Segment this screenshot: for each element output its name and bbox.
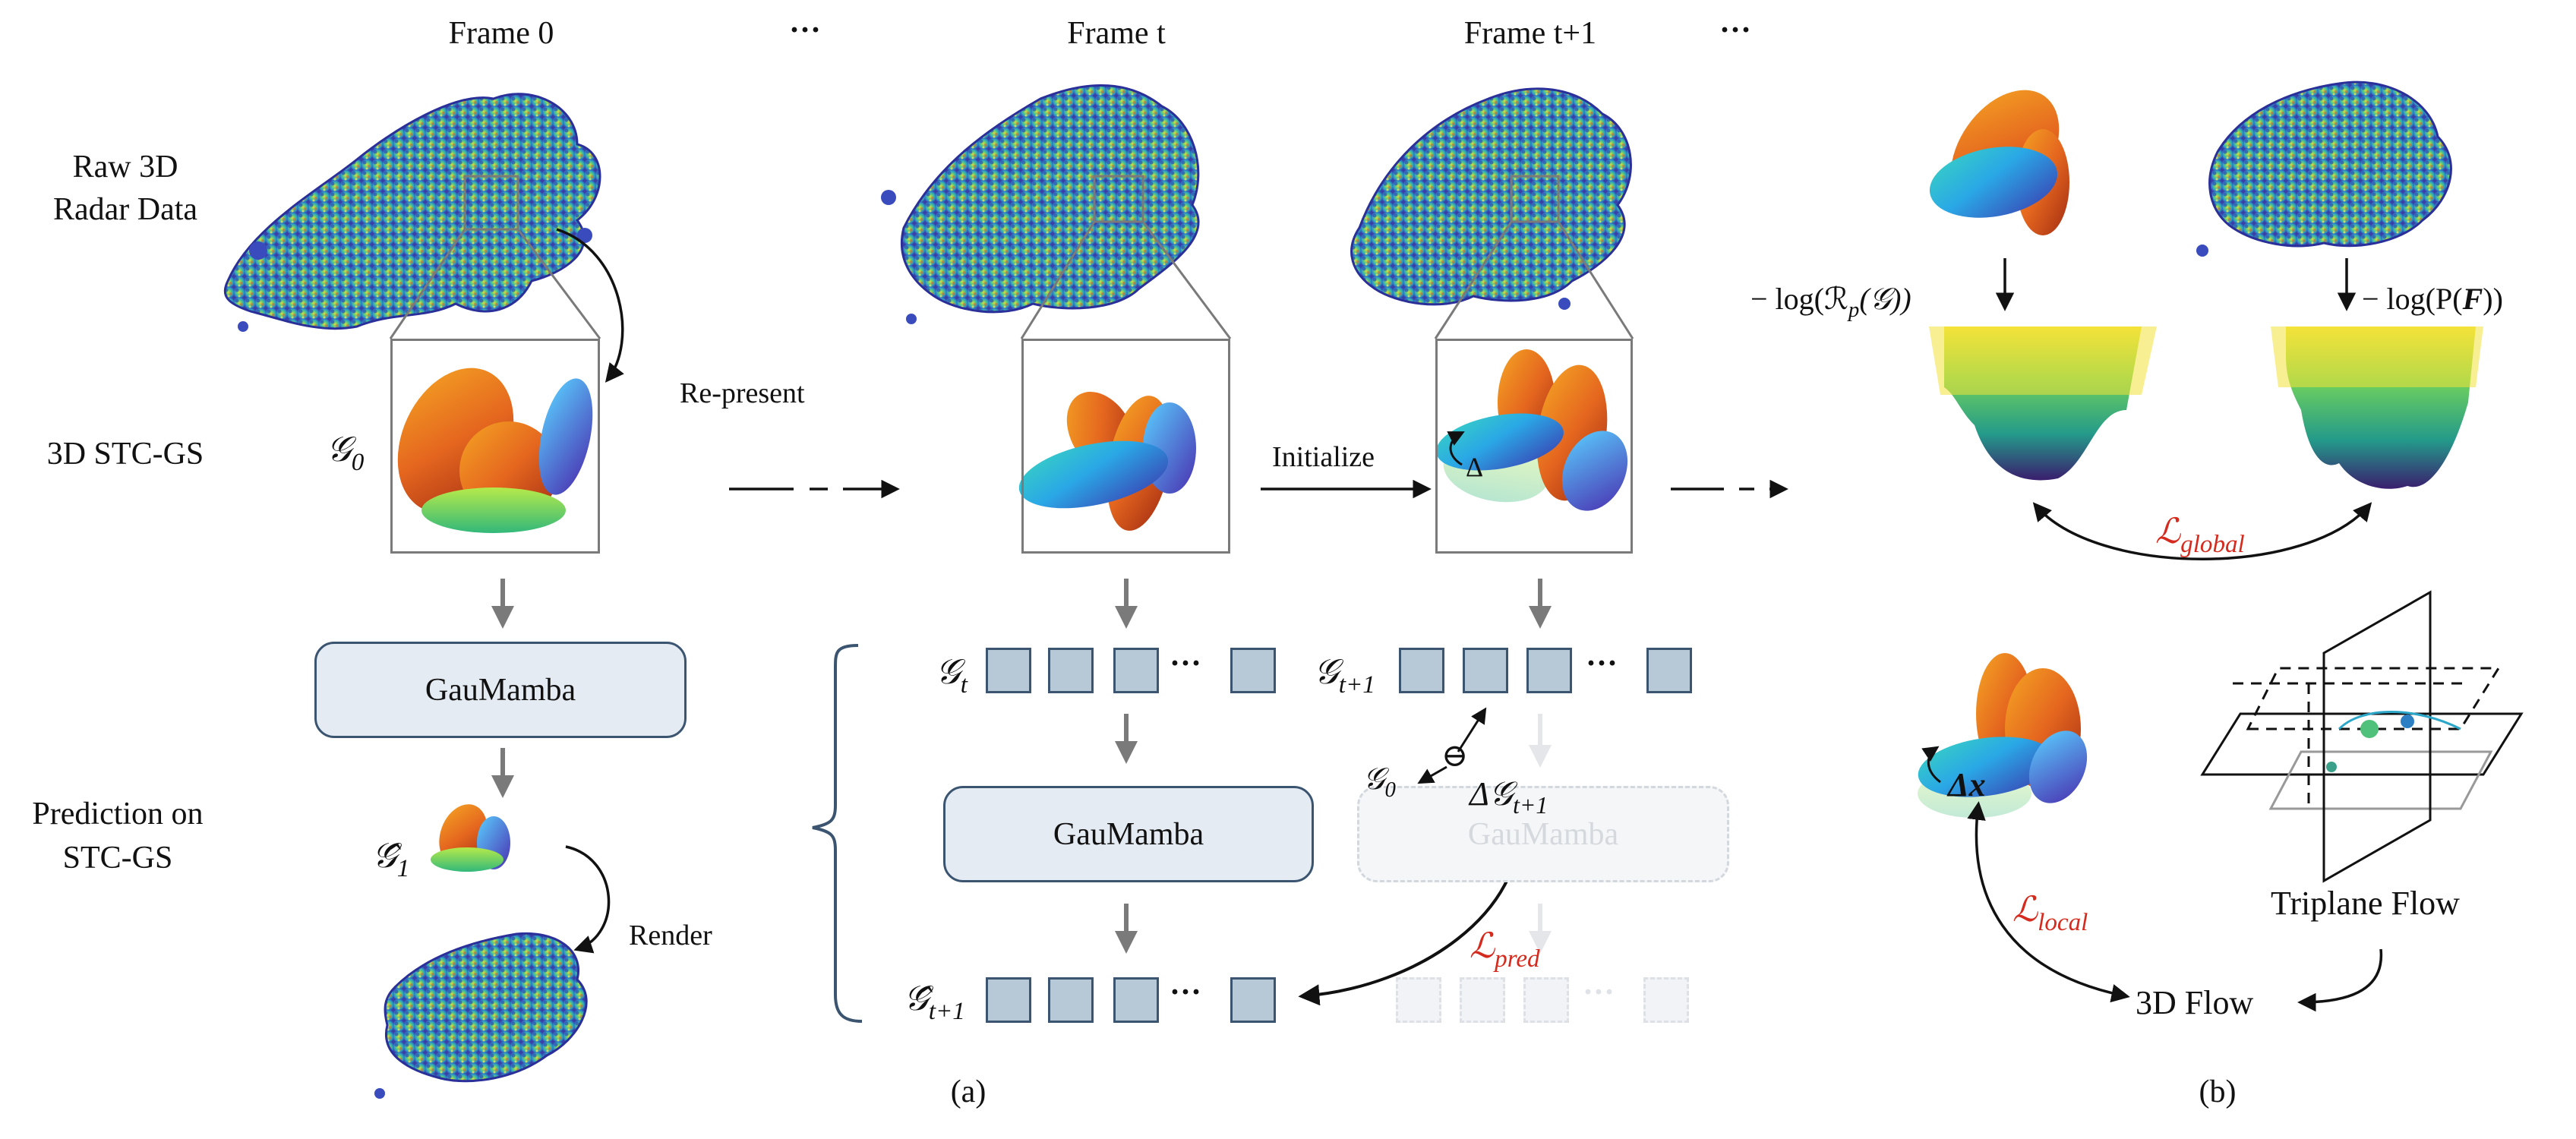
gt1-symbol: 𝒢t+1 <box>1314 652 1375 699</box>
lglobal-label: ℒglobal <box>2155 512 2245 558</box>
llocal-arrow <box>1967 801 2130 1003</box>
radar-cloud-framet <box>881 84 1232 339</box>
lglobal-arrow <box>2032 502 2372 560</box>
header-dots-2: ··· <box>1719 13 1752 48</box>
caption-b: (b) <box>2199 1074 2237 1109</box>
header-frame0: Frame 0 <box>448 16 554 51</box>
sequence-brace <box>812 644 863 1023</box>
radar-cloud-render-output <box>374 932 588 1099</box>
initialize-label: Initialize <box>1272 441 1375 473</box>
render-label: Render <box>629 920 712 951</box>
render-arrow <box>565 845 611 954</box>
radar-cloud-framet1 <box>1350 87 1634 339</box>
gaussians-panel-b-bottom <box>1918 653 2088 818</box>
g0-small-symbol: 𝒢0 <box>1363 762 1396 803</box>
delta-g-symbol: Δ𝒢t+1 <box>1470 775 1548 819</box>
triplane-to-flow-arrow <box>2297 948 2383 1012</box>
gaumamba-block-framet: GauMamba <box>943 786 1314 882</box>
g0-symbol: 𝒢0 <box>327 430 365 476</box>
row-label-pred-2: STC-GS <box>62 841 173 876</box>
row-label-stcgs: 3D STC-GS <box>46 437 204 472</box>
gaussians-g0 <box>397 368 593 533</box>
gaumamba-block-frame0: GauMamba <box>314 642 687 738</box>
radar-cloud-frame0 <box>223 93 601 339</box>
ellipsis-faded: ··· <box>1583 975 1615 1010</box>
row-label-raw-2: Radar Data <box>52 192 198 227</box>
neglog-r-label: − log(ℛp(𝒢)) <box>1750 282 1911 323</box>
gt1hat-symbol: 𝒢̂t+1 <box>904 979 965 1025</box>
row-label-pred-1: Prediction on <box>32 797 204 831</box>
ellipsis-gt: ··· <box>1170 646 1202 681</box>
ellipsis-gt1hat: ··· <box>1170 975 1202 1010</box>
represent-label: Re-present <box>680 377 805 409</box>
dx-label: Δx <box>1948 766 1986 803</box>
loss-surface-right <box>2271 327 2483 489</box>
row-label-raw-1: Raw 3D <box>72 150 178 185</box>
gaussians-g1hat <box>431 804 510 872</box>
triplane-flow-label: Triplane Flow <box>2271 885 2460 922</box>
represent-arrow <box>556 228 624 383</box>
flow3d-label: 3D Flow <box>2136 984 2254 1021</box>
ellipsis-gt1: ··· <box>1586 646 1618 681</box>
frame-gt-box <box>1021 339 1230 554</box>
g1hat-symbol: 𝒢̂1 <box>372 836 410 882</box>
neglog-p-label: − log(P(F)) <box>2362 282 2503 316</box>
gt-symbol: 𝒢t <box>936 652 968 699</box>
minus-symbol: ⊖ <box>1441 739 1469 774</box>
header-framet: Frame t <box>1067 16 1166 51</box>
frame-gt1-box <box>1435 339 1633 554</box>
frame-g0-box <box>390 339 600 554</box>
header-dots-1: ··· <box>788 13 822 48</box>
lpred-label: ℒpred <box>1470 926 1540 973</box>
gaussians-gt1 <box>1436 349 1628 511</box>
gaussians-panel-b-top <box>1929 90 2069 235</box>
delta-label: Δ <box>1466 452 1484 482</box>
header-framet1: Frame t+1 <box>1463 16 1597 51</box>
loss-surface-left <box>1929 327 2157 481</box>
gaumamba-block-framet1-faded: GauMamba <box>1357 786 1729 882</box>
radar-cloud-panel-b <box>2196 80 2452 257</box>
llocal-label: ℒlocal <box>2012 890 2088 936</box>
gaussians-gt <box>1018 391 1196 531</box>
triplane-flow-graphic <box>2200 590 2524 883</box>
caption-a: (a) <box>950 1074 987 1109</box>
